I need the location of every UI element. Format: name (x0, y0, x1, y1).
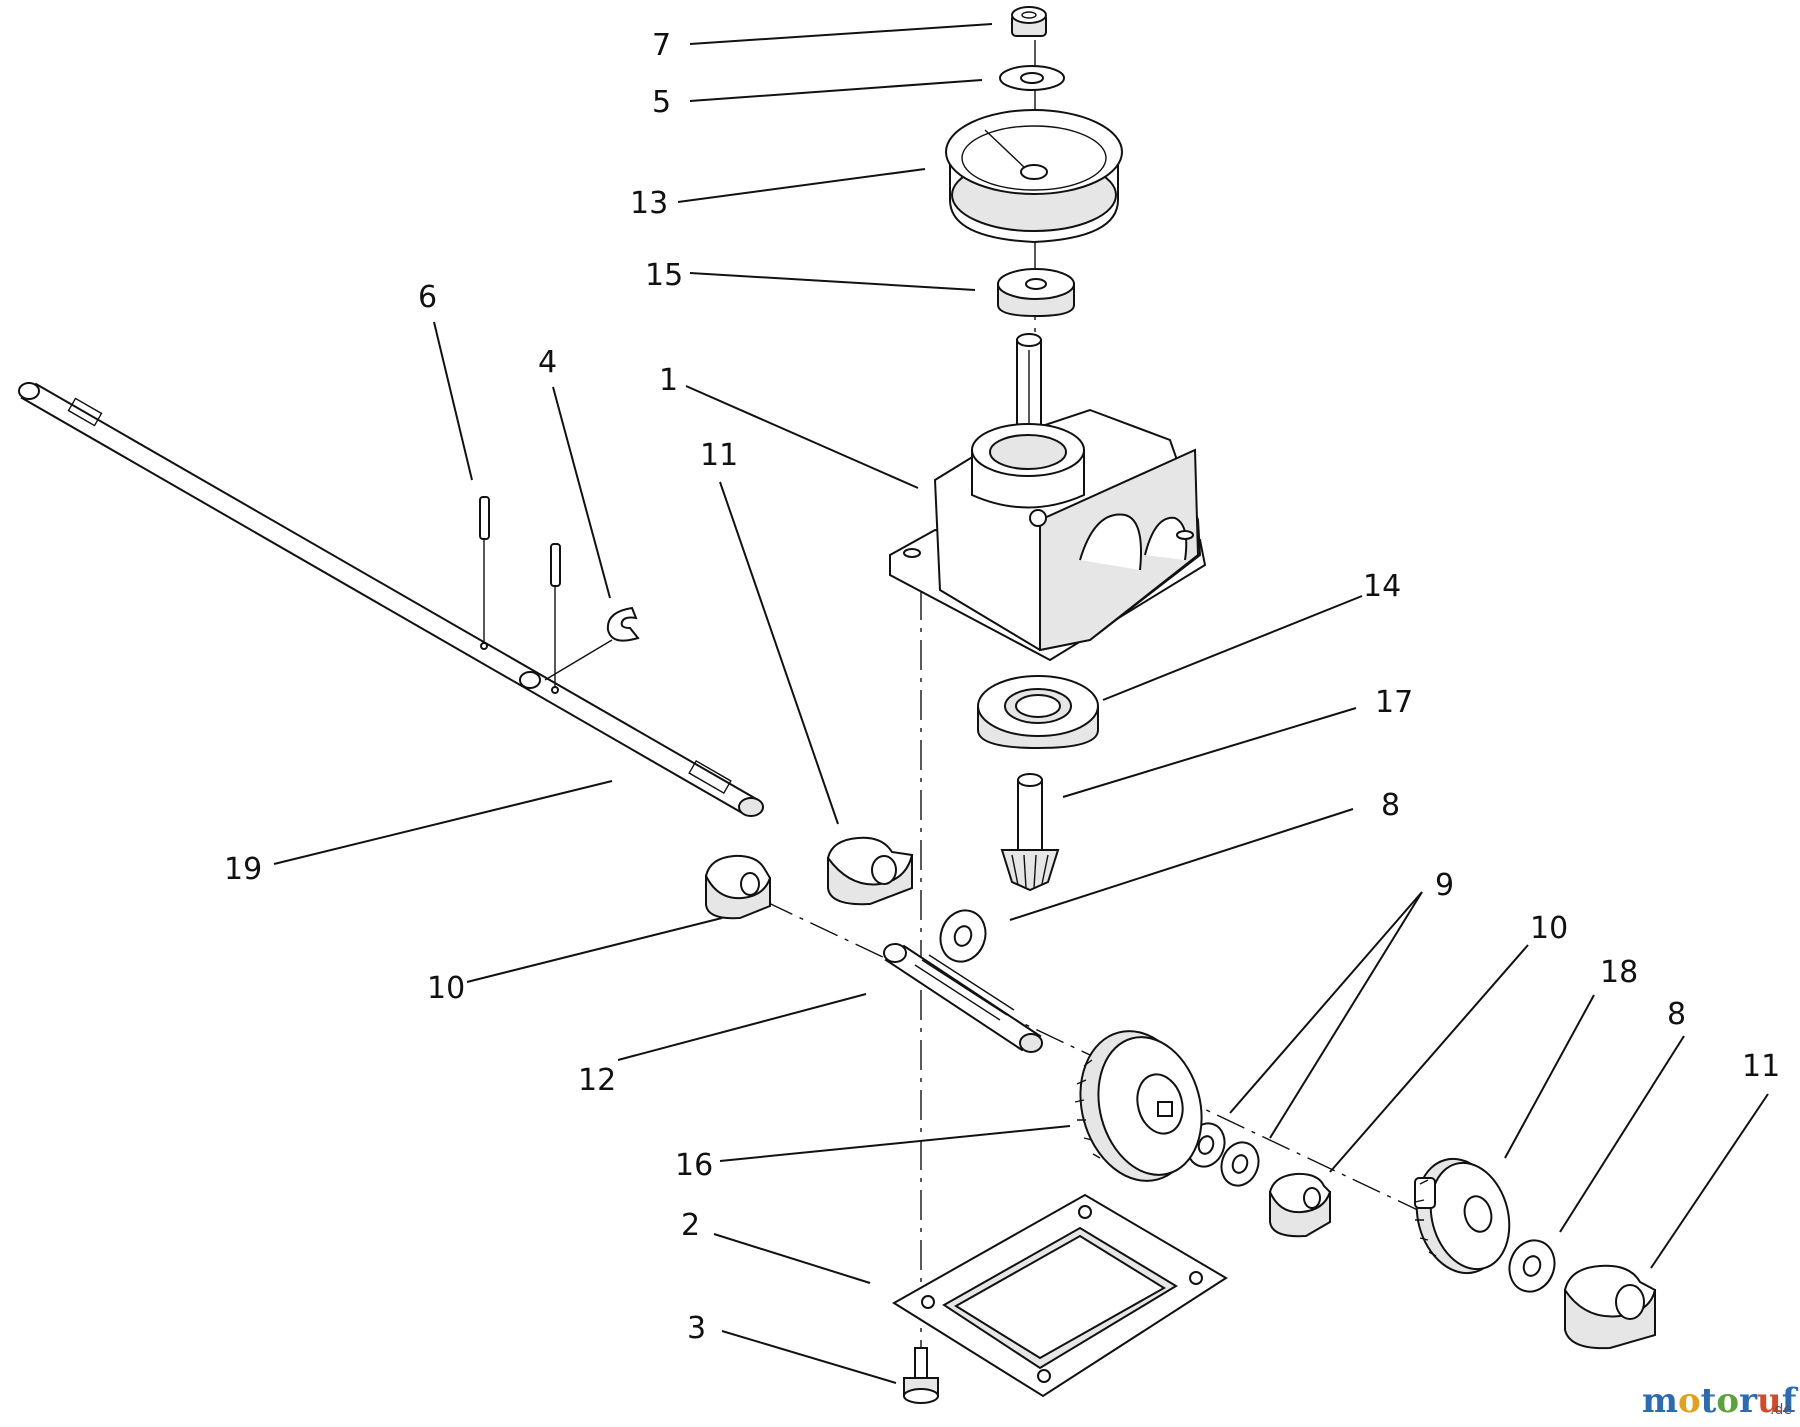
leader-16 (719, 1125, 1071, 1162)
part-2-bottom-cover (892, 1193, 1228, 1398)
callout-6: 6 (418, 280, 437, 315)
callout-4: 4 (538, 345, 557, 380)
part-13-pulley (945, 109, 1123, 244)
leader-9-b (1269, 891, 1423, 1139)
watermark-logo: motoruf .de (1642, 1381, 1799, 1421)
part-4-e-clip (544, 606, 640, 681)
watermark-suffix: .de (1770, 1402, 1792, 1418)
callout-10-right: 10 (1530, 911, 1568, 946)
leader-3 (721, 1330, 897, 1384)
watermark-letter-o2: o (1716, 1381, 1739, 1421)
leader-18 (1504, 994, 1595, 1159)
leader-7 (689, 23, 993, 45)
leader-11-lower (1650, 1093, 1769, 1269)
callout-8-upper: 8 (1381, 788, 1400, 823)
part-8-washer-right (1508, 1239, 1556, 1293)
watermark-text: motoruf (1642, 1381, 1799, 1421)
leader-4 (552, 386, 611, 599)
leader-1 (685, 385, 919, 489)
leader-2 (713, 1233, 871, 1284)
leader-12 (617, 993, 867, 1061)
callout-15: 15 (645, 258, 683, 293)
part-15-spacer (997, 268, 1075, 318)
callout-10-left: 10 (427, 971, 465, 1006)
callout-12: 12 (578, 1063, 616, 1098)
part-7-hex-nut (1011, 6, 1047, 37)
watermark-letter-o: o (1678, 1381, 1701, 1421)
leader-15 (689, 272, 976, 291)
watermark-letter-r: r (1739, 1381, 1758, 1421)
leader-14 (1102, 595, 1363, 701)
leader-6 (433, 321, 473, 481)
leader-9-a (1229, 891, 1423, 1114)
part-17-pinion (1000, 773, 1060, 892)
callout-3: 3 (687, 1311, 706, 1346)
leader-5 (689, 79, 983, 102)
callout-8-lower: 8 (1667, 997, 1686, 1032)
watermark-letter-f: f (1782, 1381, 1799, 1421)
leader-8-lower (1559, 1035, 1685, 1233)
leader-11-upper (719, 481, 839, 825)
leader-10-right (1329, 944, 1529, 1173)
leader-8-upper (1009, 808, 1354, 921)
part-14-bearing (977, 675, 1099, 750)
callout-labels: 7 5 13 15 6 4 1 11 14 17 8 19 10 9 10 18… (224, 28, 1780, 1346)
part-16-large-gear (1074, 1030, 1203, 1182)
callout-11-lower: 11 (1742, 1049, 1780, 1084)
callout-5: 5 (652, 85, 671, 120)
part-3-bolt (903, 1347, 939, 1404)
callout-2: 2 (681, 1208, 700, 1243)
callout-17: 17 (1375, 685, 1413, 720)
leader-19 (273, 780, 613, 865)
part-12-splined-shaft (883, 943, 1043, 1053)
part-11-bushing-upper (826, 836, 914, 906)
callout-18: 18 (1600, 955, 1638, 990)
leader-17 (1062, 707, 1357, 798)
callout-11-upper: 11 (700, 438, 738, 473)
leader-lines (273, 23, 1769, 1384)
callout-1: 1 (659, 363, 678, 398)
part-10-bushing-right (1268, 1172, 1332, 1238)
part-6-pin-second (550, 543, 561, 694)
callout-16: 16 (675, 1148, 713, 1183)
leader-13 (677, 168, 926, 203)
part-18-small-gear (1414, 1157, 1511, 1275)
callout-19: 19 (224, 852, 262, 887)
callout-14: 14 (1363, 569, 1401, 604)
part-9-washer-b (1220, 1141, 1260, 1187)
callout-9: 9 (1435, 868, 1454, 903)
callout-13: 13 (630, 186, 668, 221)
watermark-letter-t: t (1701, 1381, 1717, 1421)
callout-7: 7 (652, 28, 671, 63)
part-8-washer-left (939, 909, 987, 963)
part-11-bushing-lower (1563, 1264, 1657, 1350)
watermark-letter-u: u (1757, 1381, 1782, 1421)
part-1-gearbox-housing (889, 333, 1207, 662)
leader-10-left (466, 917, 723, 983)
part-19-drive-shaft (18, 382, 764, 817)
part-6-pin (479, 496, 490, 650)
part-10-bushing-left (704, 854, 772, 920)
watermark-letter-m: m (1642, 1381, 1678, 1421)
part-5-washer (999, 65, 1065, 91)
